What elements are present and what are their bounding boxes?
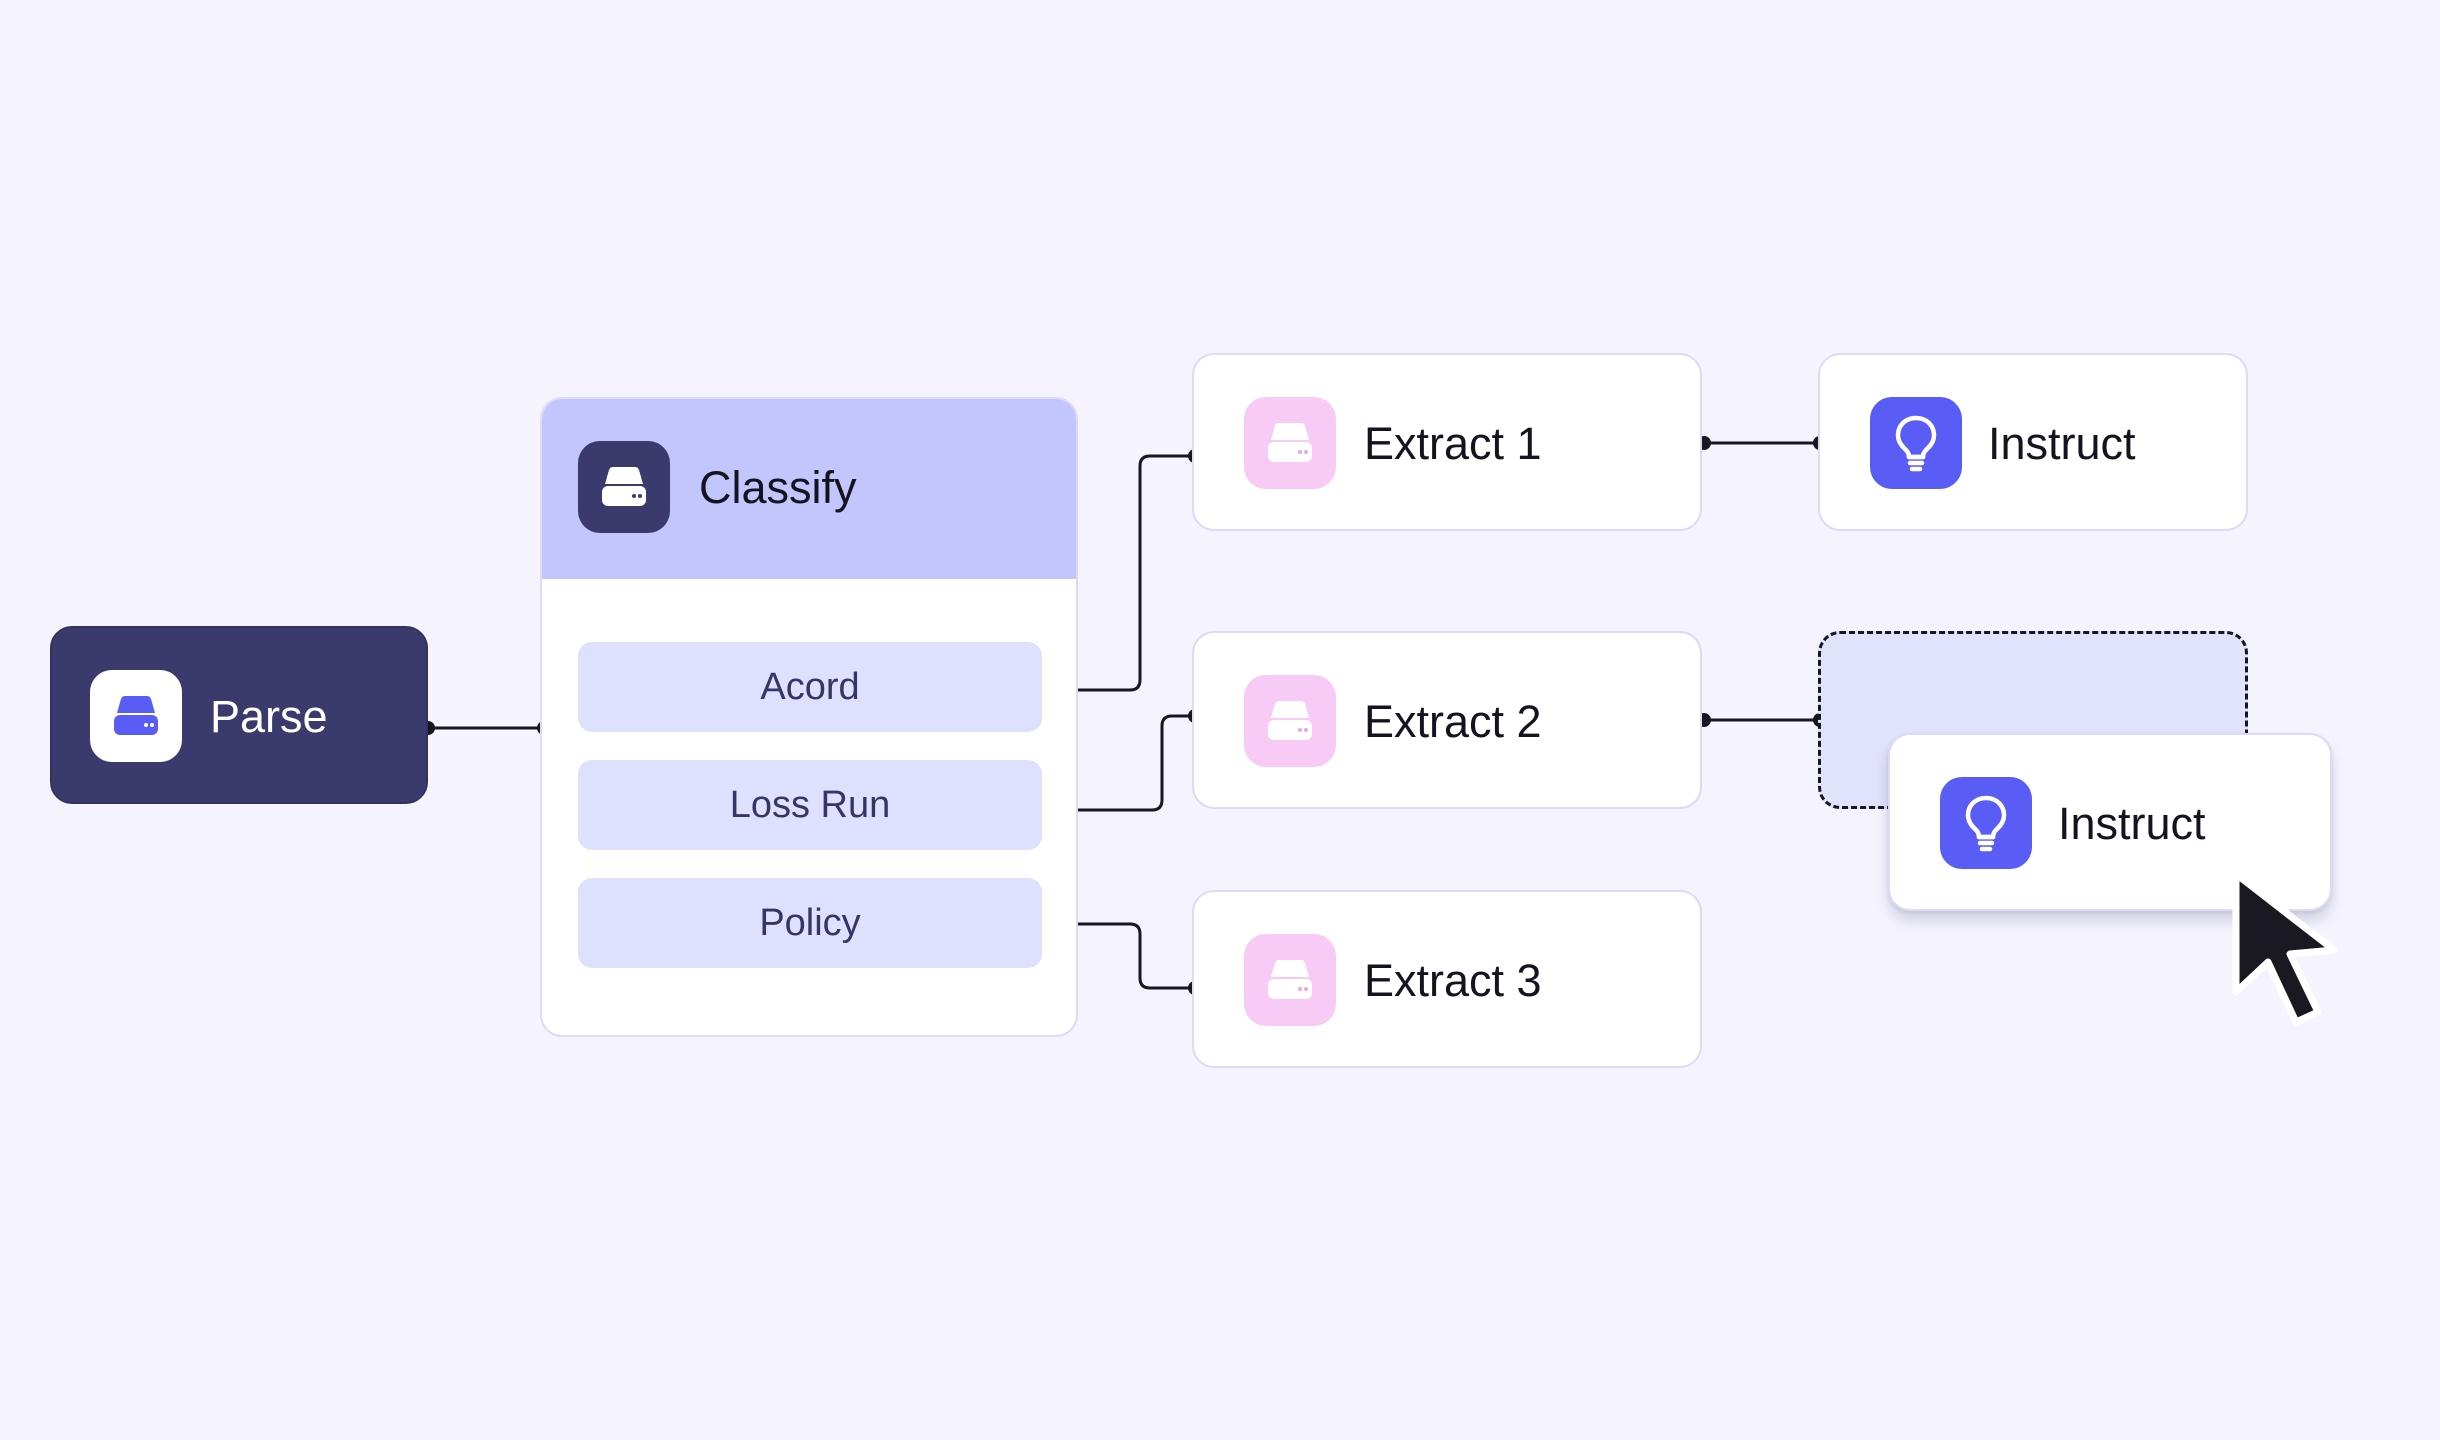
extract-2-node[interactable]: Extract 2 bbox=[1192, 631, 1702, 809]
instruct-label: Instruct bbox=[1988, 418, 2136, 469]
extract-1-label: Extract 1 bbox=[1364, 418, 1542, 469]
drive-icon bbox=[1244, 675, 1336, 767]
drive-icon bbox=[578, 441, 670, 533]
extract-2-label: Extract 2 bbox=[1364, 696, 1542, 747]
mouse-cursor-icon bbox=[2232, 870, 2338, 1026]
instruct-node-dragging[interactable]: Instruct bbox=[1888, 733, 2332, 911]
lightbulb-icon bbox=[1870, 397, 1962, 489]
drive-icon bbox=[90, 670, 182, 762]
extract-3-label: Extract 3 bbox=[1364, 955, 1542, 1006]
classify-option-acord[interactable]: Acord bbox=[578, 642, 1042, 732]
drive-icon bbox=[1244, 934, 1336, 1026]
extract-1-node[interactable]: Extract 1 bbox=[1192, 353, 1702, 531]
classify-option-policy[interactable]: Policy bbox=[578, 878, 1042, 968]
parse-label: Parse bbox=[210, 691, 328, 742]
drive-icon bbox=[1244, 397, 1336, 489]
lightbulb-icon bbox=[1940, 777, 2032, 869]
classify-node[interactable]: Classify Acord Loss Run Policy bbox=[540, 397, 1078, 1037]
classify-option-loss-run[interactable]: Loss Run bbox=[578, 760, 1042, 850]
instruct-dragging-label: Instruct bbox=[2058, 798, 2206, 849]
extract-3-node[interactable]: Extract 3 bbox=[1192, 890, 1702, 1068]
classify-label: Classify bbox=[699, 462, 857, 513]
instruct-node[interactable]: Instruct bbox=[1818, 353, 2248, 531]
parse-node[interactable]: Parse bbox=[50, 626, 428, 804]
